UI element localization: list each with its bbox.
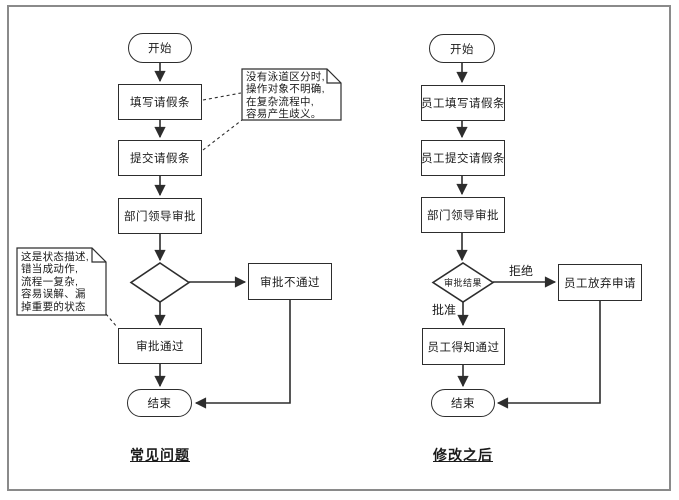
right-informed-node: 员工得知通过	[422, 328, 505, 365]
note-left-line-5: 掉重要的状态	[21, 300, 86, 313]
note-left-line-4: 容易误解、漏	[21, 288, 86, 301]
note-left-text: 这是状态描述, 错当成动作, 流程一复杂, 容易误解、漏 掉重要的状态	[21, 251, 105, 313]
right-decision-diamond	[431, 262, 495, 303]
left-chart-caption: 常见问题	[130, 447, 190, 463]
right-abandon-label: 员工放弃申请	[564, 277, 636, 290]
left-end-label: 结束	[147, 398, 172, 410]
note-top-line-3: 在复杂流程中,	[246, 95, 315, 108]
note-left-line-1: 这是状态描述,	[21, 251, 90, 263]
left-fill-form-label: 填写请假条	[130, 97, 190, 109]
left-approved-label: 审批通过	[136, 341, 184, 353]
left-arrow-notapproved-to-end	[194, 300, 291, 409]
left-submit-form-label: 提交请假条	[130, 153, 190, 165]
note-connector-fill	[202, 92, 242, 101]
left-decision-diamond	[129, 262, 191, 303]
left-start-label: 开始	[148, 43, 172, 55]
left-end-node: 结束	[127, 389, 192, 417]
right-submit-form-label: 员工提交请假条	[421, 153, 505, 165]
approve-edge-label: 批准	[431, 302, 456, 317]
right-fill-form-label: 员工填写请假条	[421, 98, 505, 110]
note-top-text: 没有泳道区分时, 操作对象不明确, 在复杂流程中, 容易产生歧义。	[246, 71, 338, 121]
note-top-line-1: 没有泳道区分时,	[246, 71, 325, 83]
note-top-shape	[241, 68, 342, 121]
right-start-label: 开始	[450, 43, 474, 56]
right-abandon-node: 员工放弃申请	[558, 264, 642, 301]
left-fill-form-node: 填写请假条	[118, 84, 202, 120]
right-leader-review-node: 部门领导审批	[421, 197, 505, 233]
right-submit-form-node: 员工提交请假条	[421, 140, 505, 176]
right-arrow-abandon-to-end	[496, 301, 601, 409]
right-decision-label: 审批结果	[443, 277, 482, 288]
right-informed-label: 员工得知通过	[427, 341, 500, 354]
right-chart-caption: 修改之后	[433, 447, 493, 463]
note-top-line-4: 容易产生歧义。	[246, 108, 322, 121]
note-left-line-2: 错当成动作,	[21, 263, 79, 276]
left-approved-node: 审批通过	[118, 328, 202, 364]
left-leader-review-node: 部门领导审批	[118, 198, 202, 234]
reject-edge-label: 拒绝	[508, 263, 533, 278]
right-end-label: 结束	[451, 398, 475, 410]
note-left-line-3: 流程一复杂,	[21, 275, 79, 288]
right-end-node: 结束	[431, 389, 495, 417]
left-submit-form-node: 提交请假条	[118, 140, 202, 176]
left-not-approved-node: 审批不通过	[248, 263, 332, 300]
note-connector-approved	[105, 313, 118, 328]
right-start-node: 开始	[429, 34, 495, 63]
note-connector-submit	[202, 119, 243, 151]
right-fill-form-node: 员工填写请假条	[421, 85, 505, 121]
note-left-fold	[91, 248, 106, 263]
left-not-approved-label: 审批不通过	[260, 276, 320, 289]
right-leader-review-label: 部门领导审批	[427, 210, 499, 222]
left-start-node: 开始	[128, 33, 192, 63]
left-leader-review-label: 部门领导审批	[124, 211, 196, 223]
note-left-shape	[16, 247, 107, 316]
note-top-fold	[326, 69, 341, 84]
note-top-line-2: 操作对象不明确,	[246, 83, 325, 96]
